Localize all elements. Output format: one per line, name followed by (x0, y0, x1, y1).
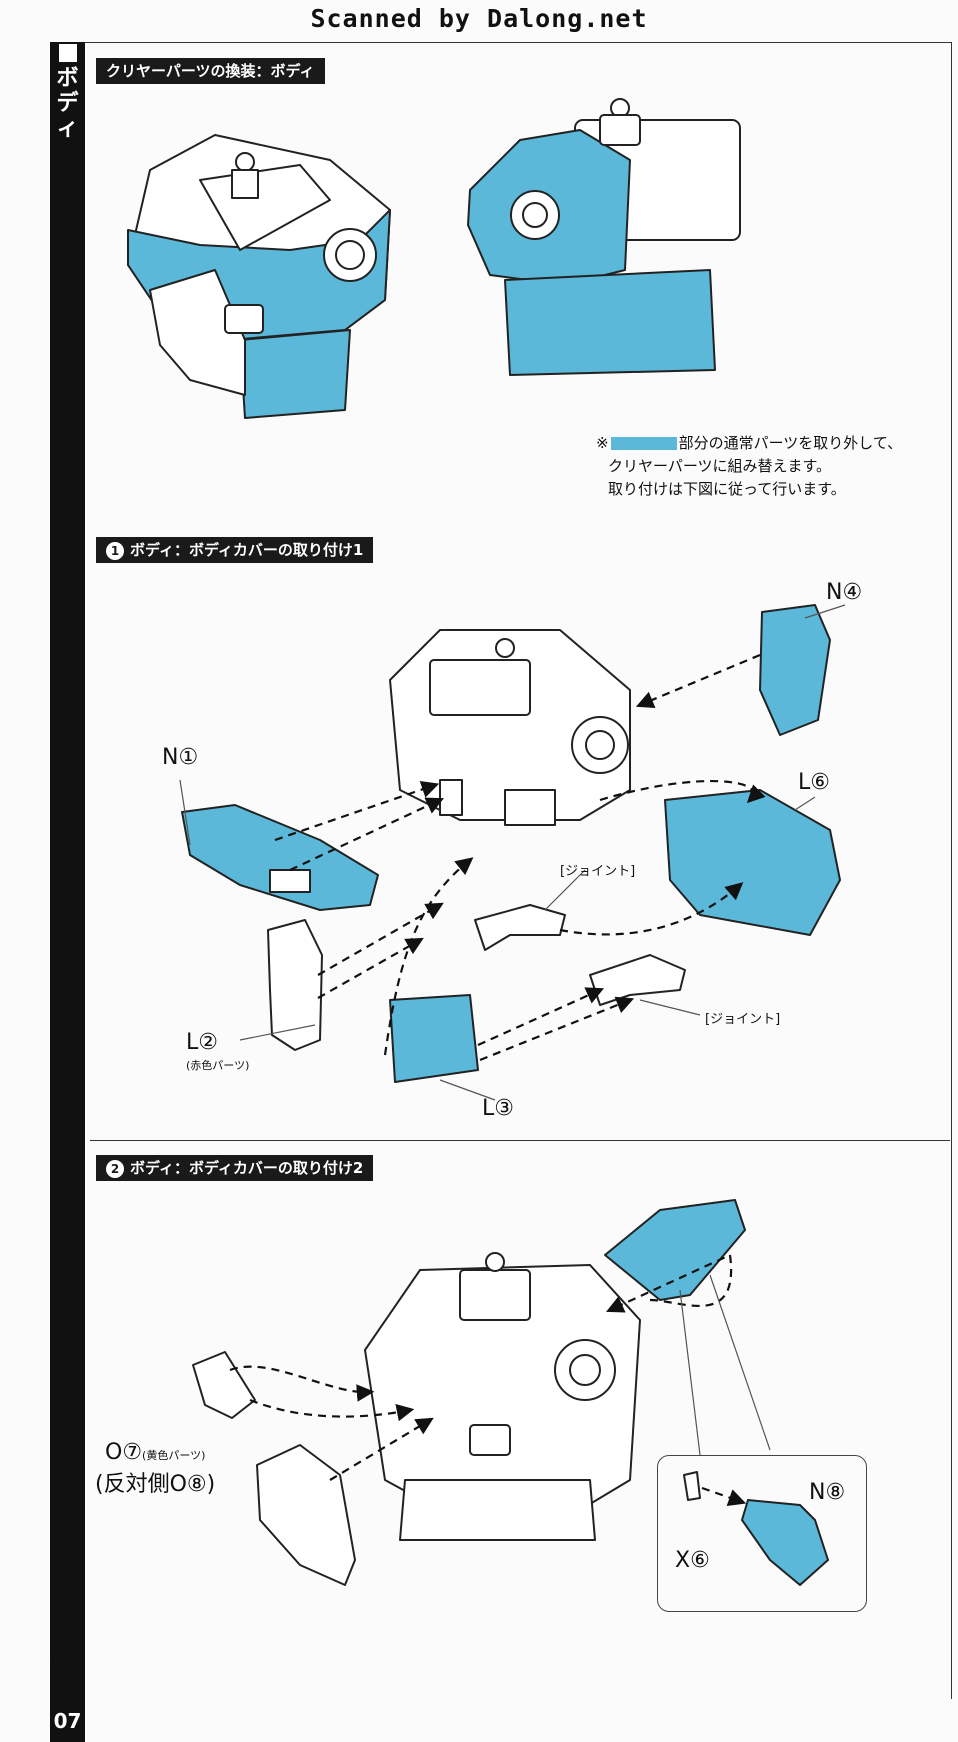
label-n8: N⑧ (809, 1480, 846, 1505)
part-wedge (604, 1199, 746, 1301)
part-n1 (181, 804, 379, 911)
label-joint-b: [ジョイント] (705, 1012, 781, 1027)
label-x6: X⑥ (675, 1548, 710, 1573)
section-header-step2: 2 ボディ：ボディカバーの取り付け2 (96, 1155, 374, 1181)
note-line: 取り付けは下図に従って行います。 (608, 480, 846, 498)
step1-body (389, 629, 631, 826)
scan-credit: Scanned by Dalong.net (310, 4, 648, 33)
page-frame (85, 42, 952, 1699)
section-divider (90, 1140, 950, 1141)
part-n8 (741, 1499, 829, 1586)
joint-b (589, 954, 686, 1006)
title-char: ィ (56, 116, 79, 141)
label-l6: L⑥ (798, 770, 830, 795)
label-o7-group: O⑦(黄色パーツ) (105, 1440, 205, 1465)
body-front-view (127, 134, 391, 419)
label-joint-a: [ジョイント] (560, 864, 636, 879)
label-o8: (反対側O⑧) (95, 1472, 216, 1497)
label-l3: L③ (482, 1096, 514, 1121)
clear-parts-note: ※ 部分の通常パーツを取り外して、 クリヤーパーツに組み替えます。 取り付けは下図… (596, 432, 902, 501)
section-header-clear-parts: クリヤーパーツの換装：ボディ (96, 58, 325, 84)
joint-a (474, 904, 566, 951)
label-l2-note: (赤色パーツ) (186, 1059, 250, 1072)
step-number: 1 (106, 541, 124, 560)
note-line: クリヤーパーツに組み替えます。 (608, 457, 832, 475)
part-o7 (192, 1351, 256, 1419)
body-rear-view (467, 98, 741, 376)
section-title: クリヤーパーツの換装：ボディ (106, 62, 315, 80)
part-n4 (759, 604, 831, 736)
label-n4: N④ (826, 580, 863, 605)
highlight-swatch (610, 437, 677, 450)
detail-inset (657, 1455, 867, 1612)
label-l2: L② (186, 1030, 218, 1055)
part-l3 (389, 994, 479, 1083)
section-title: ボディ：ボディカバーの取り付け1 (130, 541, 364, 559)
note-line: 部分の通常パーツを取り外して、 (678, 434, 903, 452)
section-title: ボディ：ボディカバーの取り付け2 (130, 1159, 364, 1177)
sidebar-title: ボ デ ィ (50, 40, 85, 141)
label-n1: N① (162, 745, 199, 770)
part-l2 (267, 919, 323, 1051)
step2-body (364, 1252, 641, 1541)
title-char: デ (56, 91, 79, 116)
part-l6 (664, 789, 841, 936)
note-mark: ※ (596, 434, 609, 452)
part-x6 (683, 1471, 701, 1501)
title-char: ボ (56, 66, 79, 91)
sidebar (50, 42, 85, 1742)
step-number: 2 (106, 1159, 124, 1178)
label-o7: O⑦ (105, 1440, 143, 1465)
part-left-cover (256, 1444, 356, 1586)
label-o7-note: (黄色パーツ) (142, 1449, 206, 1462)
title-marker (58, 44, 77, 62)
section-header-step1: 1 ボディ：ボディカバーの取り付け1 (96, 537, 374, 563)
page-number: 07 (50, 1700, 85, 1742)
